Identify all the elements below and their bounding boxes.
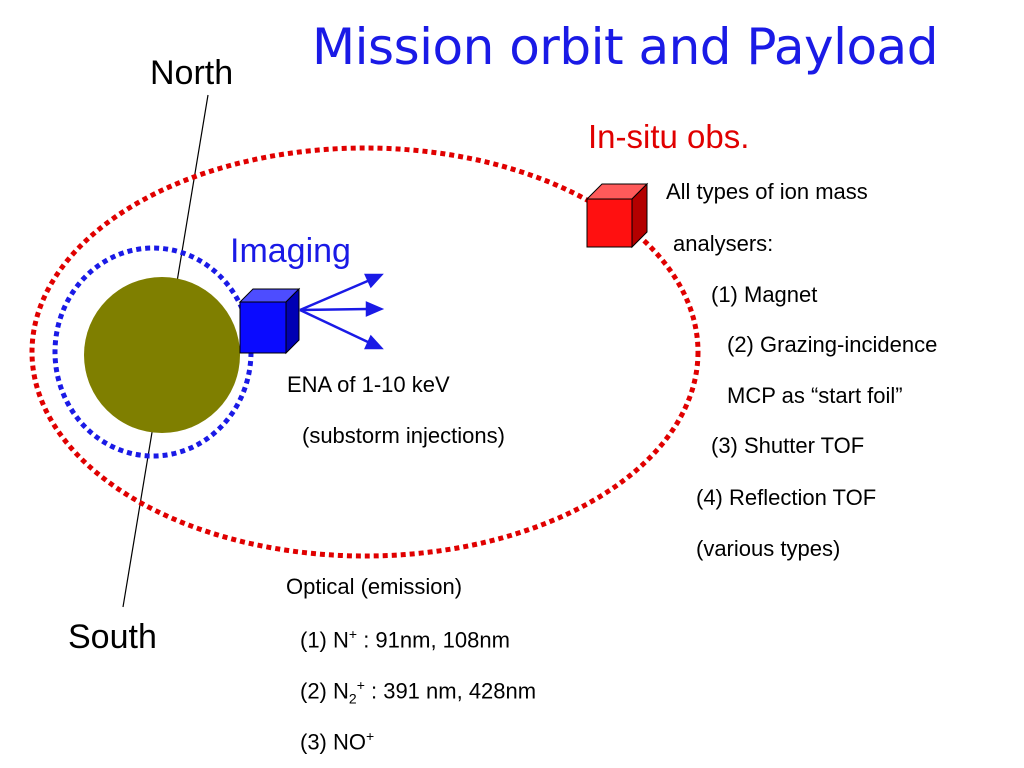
insitu-line-4: (2) Grazing-incidence [727, 332, 938, 357]
optical-item-1: (1) N+ : 91nm, 108nm [300, 626, 510, 653]
insitu-line-6: (3) Shutter TOF [711, 433, 865, 458]
insitu-label: In-situ obs. [588, 118, 750, 155]
insitu-line-3: (1) Magnet [711, 282, 818, 307]
optical-heading: Optical (emission) [286, 574, 463, 599]
page-title: Mission orbit and Payload [312, 18, 938, 76]
insitu-satellite [585, 182, 649, 249]
insitu-line-2: analysers: [673, 231, 774, 256]
ena-line-2: (substorm injections) [302, 423, 505, 448]
imaging-label: Imaging [230, 232, 351, 270]
outer-orbit [29, 145, 701, 559]
ena-line-1: ENA of 1-10 keV [287, 372, 450, 397]
imaging-rays [299, 273, 385, 350]
north-label: North [150, 54, 234, 92]
insitu-line-8: (various types) [696, 536, 841, 561]
imaging-satellite [238, 287, 301, 355]
optical-item-3: (3) NO+ [300, 728, 375, 755]
insitu-line-5: MCP as “start foil” [727, 383, 903, 408]
planet [84, 277, 240, 433]
insitu-line-7: (4) Reflection TOF [696, 485, 877, 510]
optical-item-2: (2) N2+ : 391 nm, 428nm [300, 677, 537, 707]
insitu-line-1: All types of ion mass [666, 179, 868, 204]
south-label: South [68, 618, 157, 656]
